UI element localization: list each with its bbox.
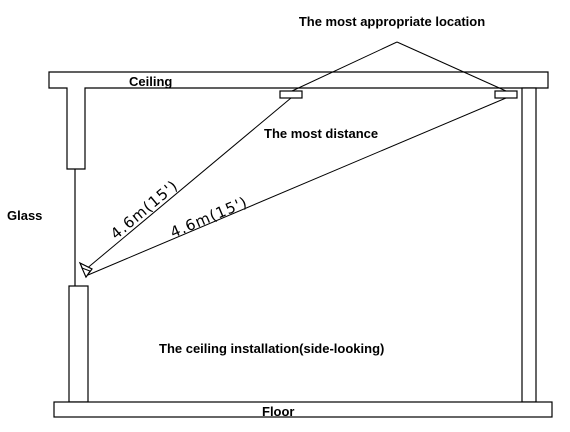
- ceiling-label: Ceiling: [129, 74, 172, 89]
- callout-line-right: [396, 41, 507, 92]
- distance-line-long: [87, 97, 507, 276]
- installation-label: The ceiling installation(side-looking): [159, 341, 384, 356]
- sensor-left: [279, 90, 303, 99]
- arrowhead-inner: [81, 267, 91, 279]
- distance-label-long: 4.6m(15'): [168, 193, 251, 242]
- top-callout-label: The most appropriate location: [299, 14, 485, 29]
- glass-label: Glass: [7, 208, 42, 223]
- floor-slab: [53, 401, 553, 418]
- distance-line-short: [84, 97, 292, 271]
- most-distance-label: The most distance: [264, 126, 378, 141]
- left-lower-wall: [68, 285, 89, 403]
- sensor-right: [494, 90, 518, 99]
- callout-line-left: [291, 41, 398, 92]
- right-wall: [521, 87, 537, 403]
- ceiling-slab: [48, 71, 549, 170]
- floor-label: Floor: [262, 404, 295, 419]
